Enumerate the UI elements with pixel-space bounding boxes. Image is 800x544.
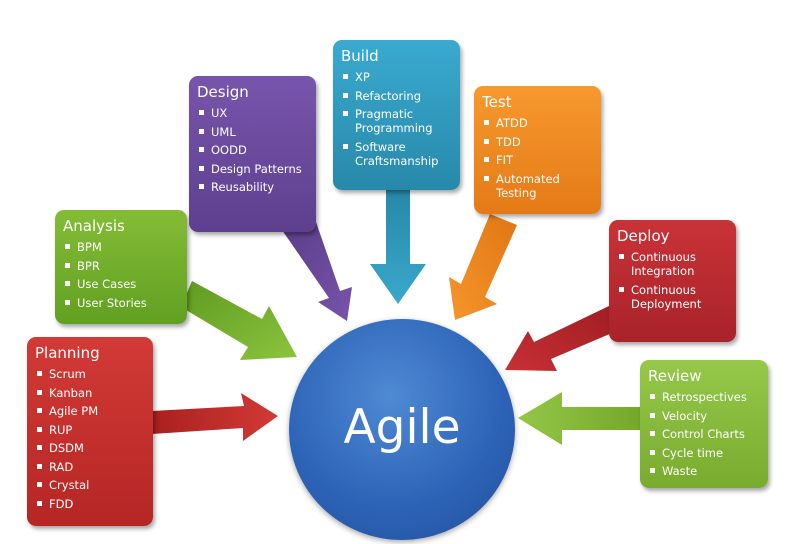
review-arrow	[518, 392, 641, 445]
list-item: UML	[199, 125, 308, 139]
agile-label: Agile	[343, 400, 461, 455]
design-box: Design UX UML OODD Design Patterns Reusa…	[189, 76, 316, 232]
analysis-title: Analysis	[63, 217, 125, 235]
build-arrow	[370, 190, 426, 304]
analysis-list: BPM BPR Use Cases User Stories	[63, 240, 179, 310]
list-item: Automated Testing	[484, 172, 593, 200]
list-item: TDD	[484, 135, 593, 149]
review-box: Review Retrospectives Velocity Control C…	[640, 360, 768, 488]
list-item: Waste	[650, 464, 760, 478]
list-item: Scrum	[37, 367, 145, 381]
agile-circle: Agile	[289, 319, 515, 540]
list-item: FDD	[37, 497, 145, 511]
list-item: Continuous Integration	[619, 250, 728, 278]
deploy-list: Continuous Integration Continuous Deploy…	[617, 250, 728, 311]
planning-arrow	[152, 393, 278, 441]
analysis-box: Analysis BPM BPR Use Cases User Stories	[55, 210, 187, 324]
list-item: BPM	[65, 240, 179, 254]
planning-box: Planning Scrum Kanban Agile PM RUP DSDM …	[27, 337, 153, 526]
test-title: Test	[482, 93, 512, 111]
build-title: Build	[341, 47, 379, 65]
build-box: Build XP Refactoring Pragmatic Programmi…	[333, 40, 460, 190]
list-item: RAD	[37, 460, 145, 474]
list-item: DSDM	[37, 441, 145, 455]
deploy-arrow	[505, 306, 619, 371]
design-arrow	[282, 222, 352, 321]
list-item: Kanban	[37, 386, 145, 400]
build-list: XP Refactoring Pragmatic Programming Sof…	[341, 70, 452, 168]
list-item: Refactoring	[343, 89, 452, 103]
list-item: UX	[199, 106, 308, 120]
planning-title: Planning	[35, 344, 100, 362]
deploy-box: Deploy Continuous Integration Continuous…	[609, 220, 736, 342]
test-list: ATDD TDD FIT Automated Testing	[482, 116, 593, 200]
design-list: UX UML OODD Design Patterns Reusability	[197, 106, 308, 194]
deploy-title: Deploy	[617, 227, 670, 245]
list-item: Software Craftsmanship	[343, 140, 452, 168]
list-item: XP	[343, 70, 452, 84]
list-item: Design Patterns	[199, 162, 308, 176]
list-item: Continuous Deployment	[619, 283, 728, 311]
list-item: Pragmatic Programming	[343, 107, 452, 135]
test-arrow	[449, 214, 517, 320]
analysis-arrow	[181, 281, 297, 360]
list-item: Retrospectives	[650, 390, 760, 404]
list-item: FIT	[484, 153, 593, 167]
design-title: Design	[197, 83, 249, 101]
test-box: Test ATDD TDD FIT Automated Testing	[474, 86, 601, 214]
list-item: OODD	[199, 143, 308, 157]
list-item: ATDD	[484, 116, 593, 130]
list-item: Cycle time	[650, 446, 760, 460]
list-item: Use Cases	[65, 277, 179, 291]
list-item: Control Charts	[650, 427, 760, 441]
list-item: Reusability	[199, 180, 308, 194]
list-item: Agile PM	[37, 404, 145, 418]
review-list: Retrospectives Velocity Control Charts C…	[648, 390, 760, 478]
list-item: Crystal	[37, 478, 145, 492]
review-title: Review	[648, 367, 702, 385]
list-item: BPR	[65, 259, 179, 273]
list-item: RUP	[37, 423, 145, 437]
list-item: User Stories	[65, 296, 179, 310]
list-item: Velocity	[650, 409, 760, 423]
planning-list: Scrum Kanban Agile PM RUP DSDM RAD Cryst…	[35, 367, 145, 511]
